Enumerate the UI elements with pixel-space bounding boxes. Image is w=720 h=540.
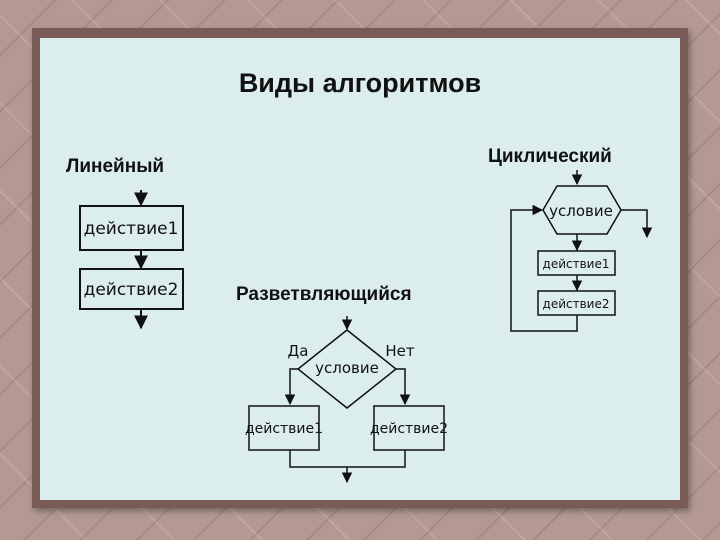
branch-condition-label: условие <box>315 359 379 377</box>
branch-step1-label: действие1 <box>245 421 323 437</box>
branch-join-line <box>289 450 406 468</box>
linear-step2-box <box>79 268 184 310</box>
branch-step2-box <box>373 405 445 451</box>
cycle-step1-box <box>537 250 616 276</box>
branch-no-label: Нет <box>385 342 415 360</box>
branching-flowchart <box>248 316 445 484</box>
linear-step2-label: действие2 <box>84 280 179 300</box>
branch-step1-box <box>248 405 320 451</box>
branch-no-arrow <box>396 368 411 406</box>
cycle-loop-back-arrow <box>510 204 578 332</box>
branch-condition-diamond <box>296 329 398 409</box>
cyclic-heading: Циклический <box>488 146 612 167</box>
cycle-step2-box <box>537 290 616 316</box>
linear-step1-label: действие1 <box>84 219 179 239</box>
branch-yes-arrow <box>284 368 298 406</box>
cycle-condition-label: условие <box>549 202 613 220</box>
cycle-step1-label: действие1 <box>543 257 610 271</box>
linear-flowchart <box>79 190 184 330</box>
cycle-exit-arrow <box>621 209 653 239</box>
slide-title: Виды алгоритмов <box>238 68 482 98</box>
branch-yes-label: Да <box>288 342 309 360</box>
linear-step1-box <box>79 205 184 251</box>
branching-heading: Разветвляющийся <box>236 284 412 305</box>
cycle-step2-label: действие2 <box>543 297 610 311</box>
branch-step2-label: действие2 <box>370 421 448 437</box>
cyclic-flowchart <box>510 170 653 332</box>
linear-heading: Линейный <box>66 156 165 177</box>
